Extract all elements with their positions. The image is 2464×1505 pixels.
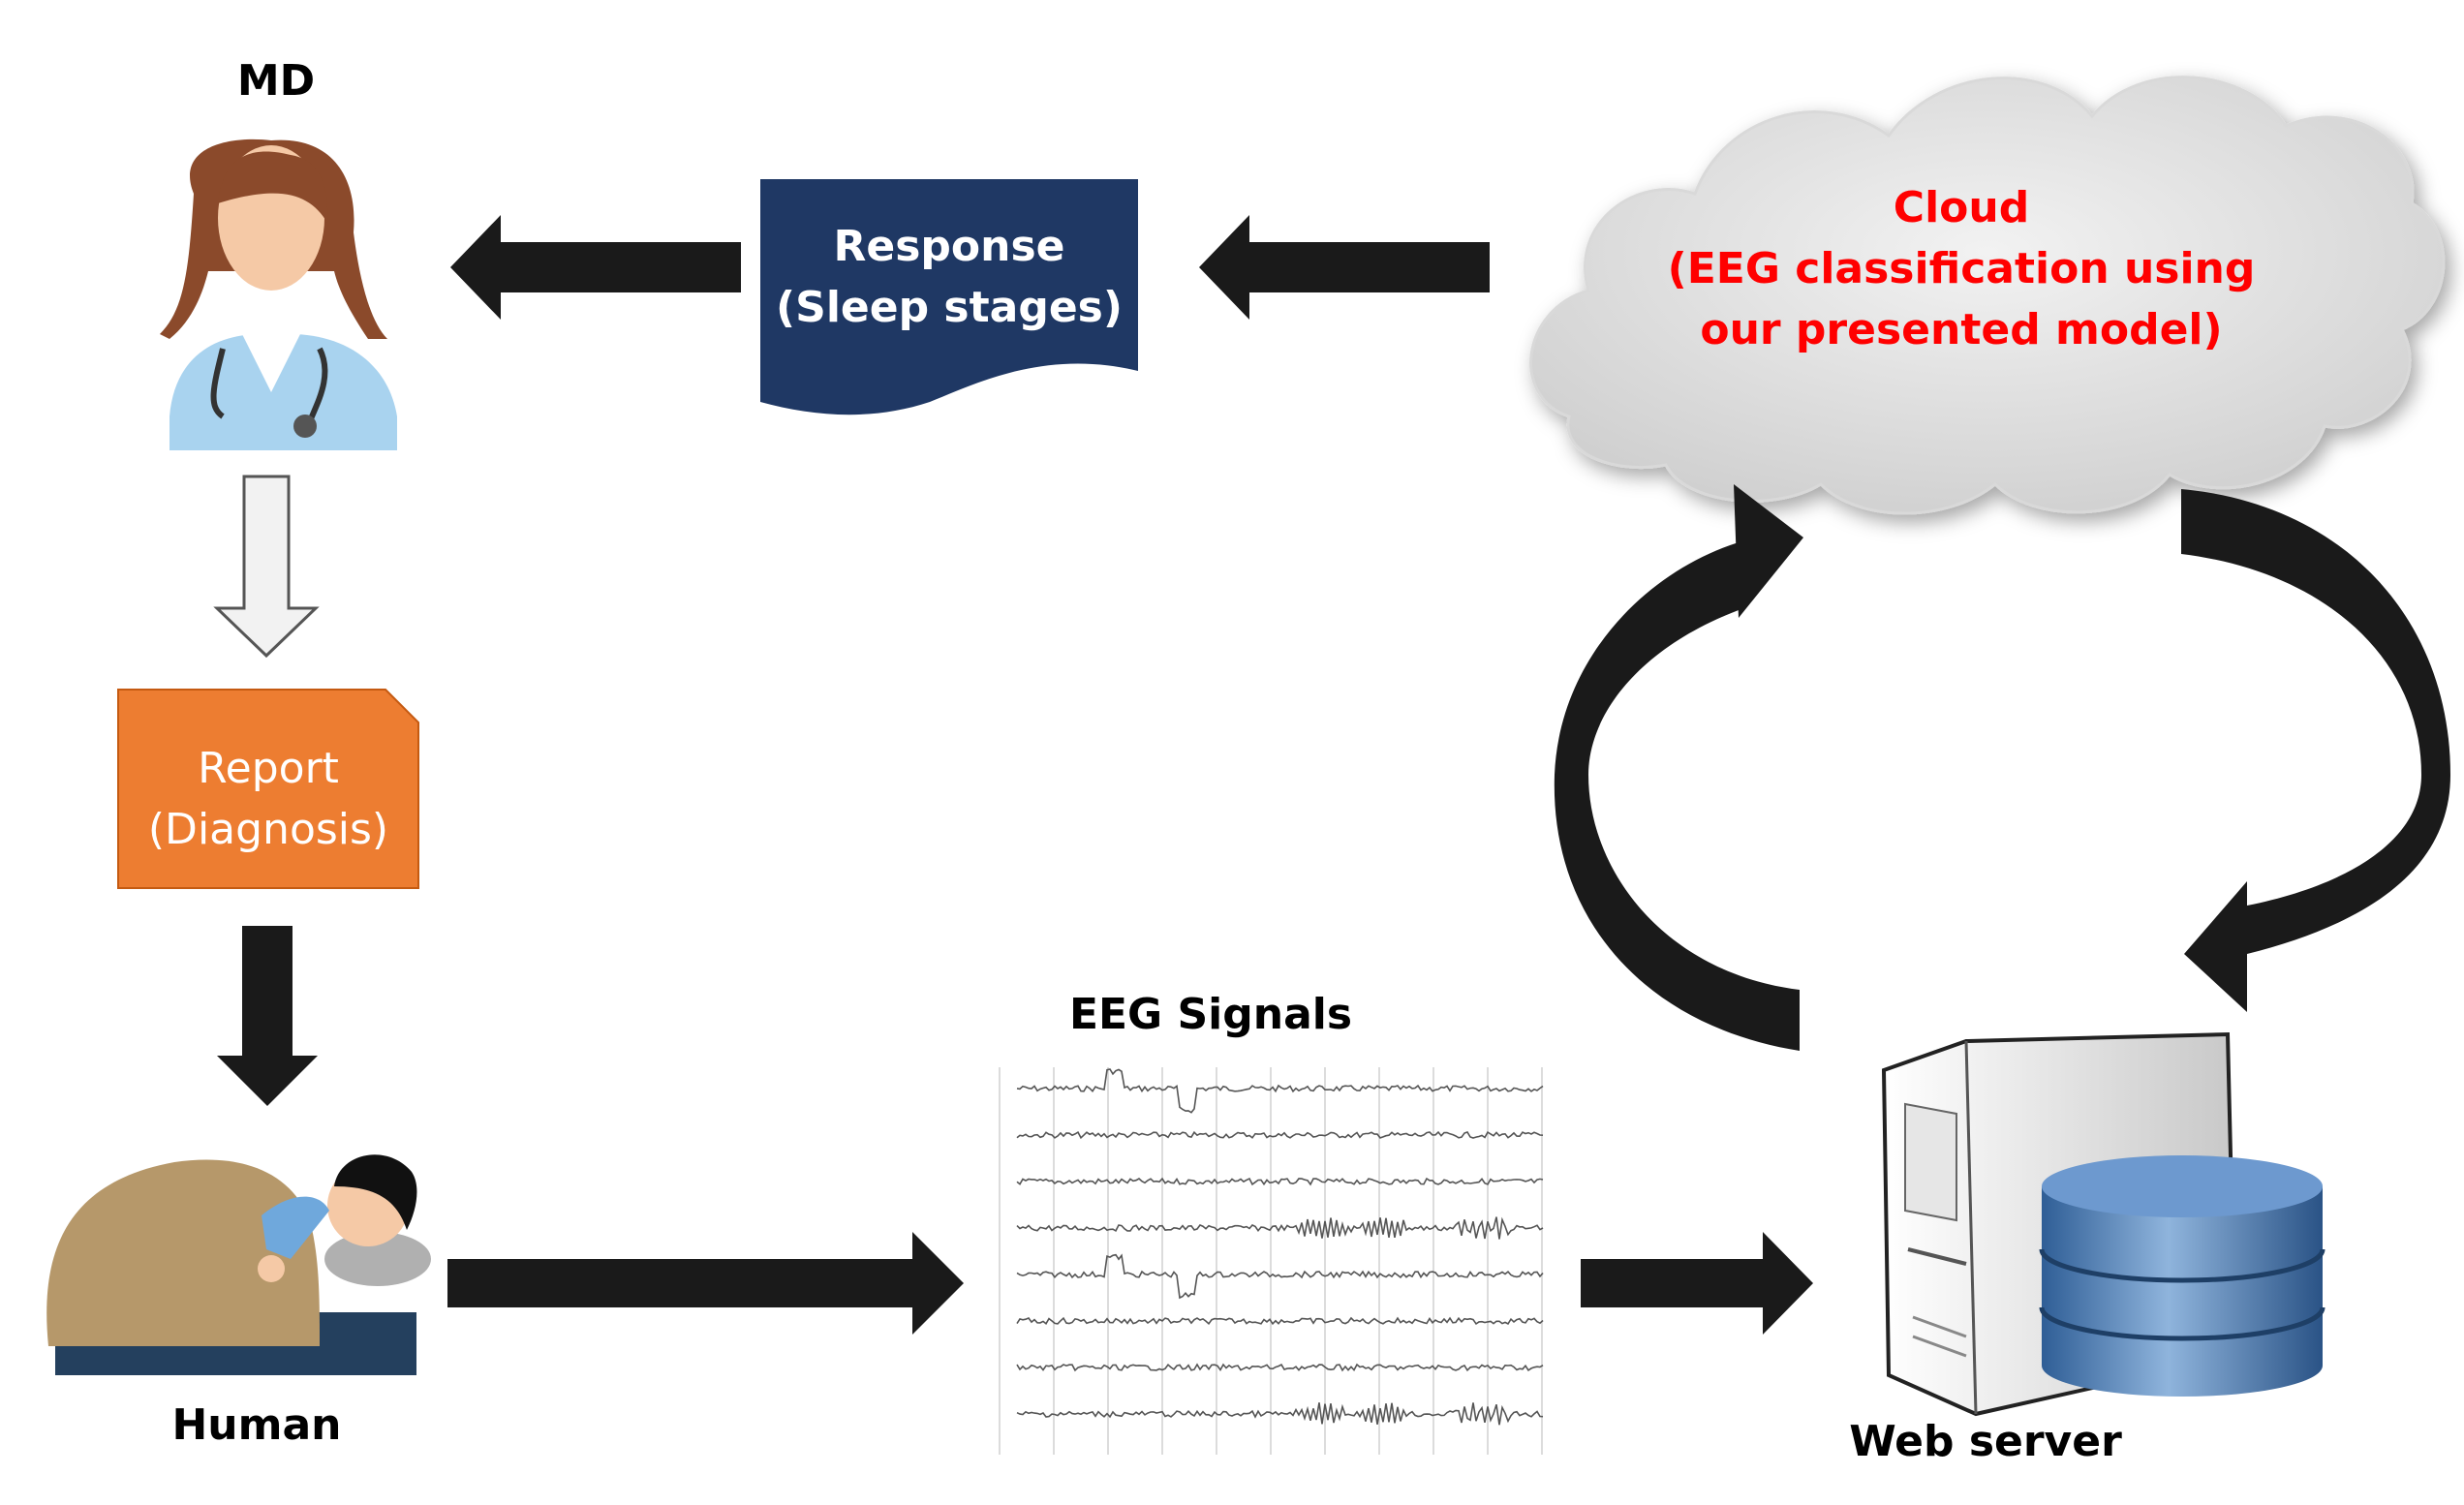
cloud-line-2: (EEG classification using [1667, 244, 2256, 293]
eeg-label: EEG Signals [1068, 990, 1353, 1039]
cloud-line-3: our presented model) [1700, 305, 2223, 354]
human-label: Human [171, 1400, 342, 1450]
md-label: MD [236, 56, 316, 106]
arrow-cloud-to-response [1199, 215, 1490, 320]
sleeping-person-icon [46, 1154, 431, 1375]
report-label: Report (Diagnosis) [118, 738, 418, 860]
report-box [117, 689, 419, 889]
arrow-eeg-to-server [1581, 1232, 1813, 1335]
doctor-icon [160, 138, 397, 450]
response-label: Response (Sleep stages) [760, 216, 1138, 338]
arrow-report-to-human [217, 926, 318, 1106]
arrow-response-to-md [450, 215, 741, 320]
cloud-icon [1529, 76, 2446, 515]
web-server-label: Web server [1849, 1417, 2122, 1466]
arrow-cloud-to-server [2181, 489, 2450, 1012]
cloud-label: Cloud (EEG classification using our pres… [1651, 177, 2271, 360]
eeg-signal-icon [988, 1067, 1550, 1455]
response-box [760, 179, 1138, 415]
database-icon [2039, 1155, 2325, 1397]
response-line-1: Response [833, 222, 1065, 271]
report-line-2: (Diagnosis) [147, 805, 389, 854]
arrow-md-to-report [213, 475, 320, 659]
arrow-server-to-cloud [1554, 484, 1803, 1051]
report-line-1: Report [198, 744, 339, 793]
arrow-human-to-eeg [447, 1232, 964, 1335]
cloud-line-1: Cloud [1893, 183, 2030, 232]
response-line-2: (Sleep stages) [776, 283, 1123, 332]
